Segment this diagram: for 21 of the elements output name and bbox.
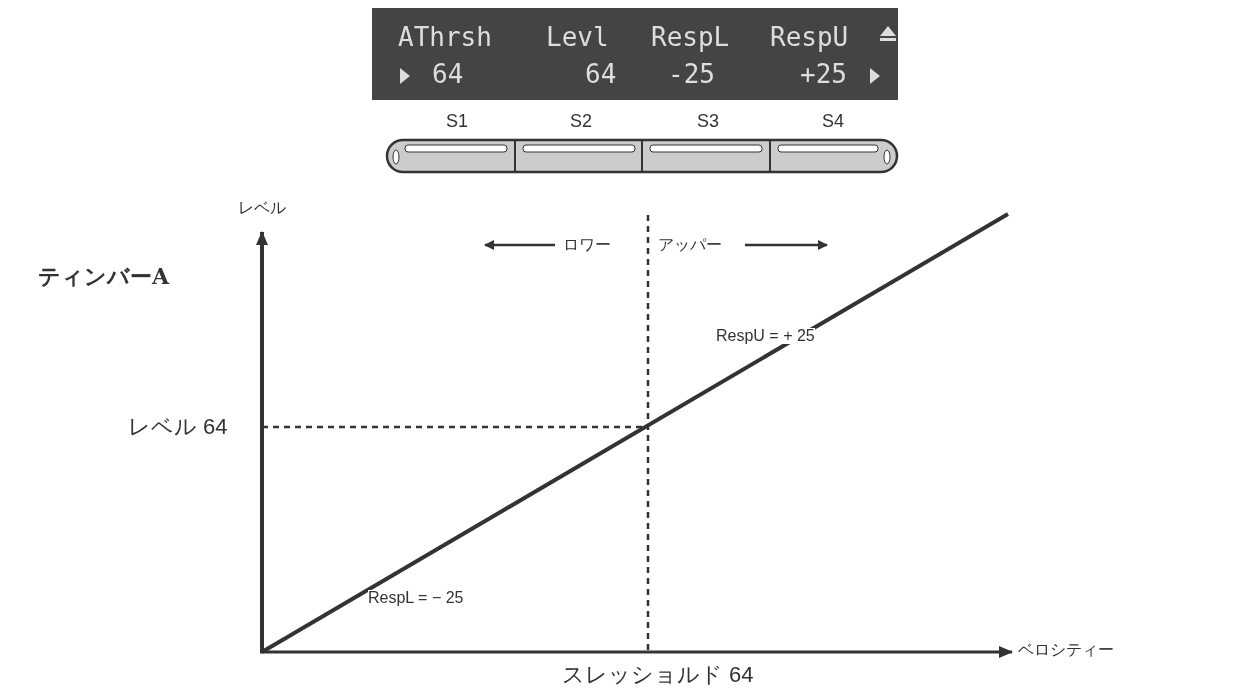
- lcd-text: +25: [800, 61, 847, 87]
- section-title: ティンバーA: [38, 265, 170, 287]
- lcd-text: AThrsh: [398, 24, 492, 50]
- direction-label: アッパー: [658, 237, 722, 253]
- threshold-label: スレッショルド 64: [562, 664, 754, 686]
- button-label: S2: [570, 112, 593, 130]
- axis-label: レベル: [238, 200, 286, 216]
- curve-label: RespU = + 25: [716, 328, 815, 344]
- lcd-text: RespU: [770, 24, 849, 50]
- button-label: S1: [446, 112, 469, 130]
- lcd-text: -25: [668, 61, 715, 87]
- direction-label: ロワー: [563, 237, 611, 253]
- lcd-text: 64: [432, 61, 464, 87]
- lcd-text: RespL: [651, 24, 730, 50]
- button-label: S4: [822, 112, 845, 130]
- button-label: S3: [697, 112, 720, 130]
- level-label: レベル 64: [128, 416, 228, 438]
- lcd-text: 64: [585, 61, 617, 87]
- lcd-text: Levl: [546, 24, 609, 50]
- axis-label: ベロシティー: [1018, 642, 1114, 658]
- curve-label: RespL = − 25: [368, 590, 464, 606]
